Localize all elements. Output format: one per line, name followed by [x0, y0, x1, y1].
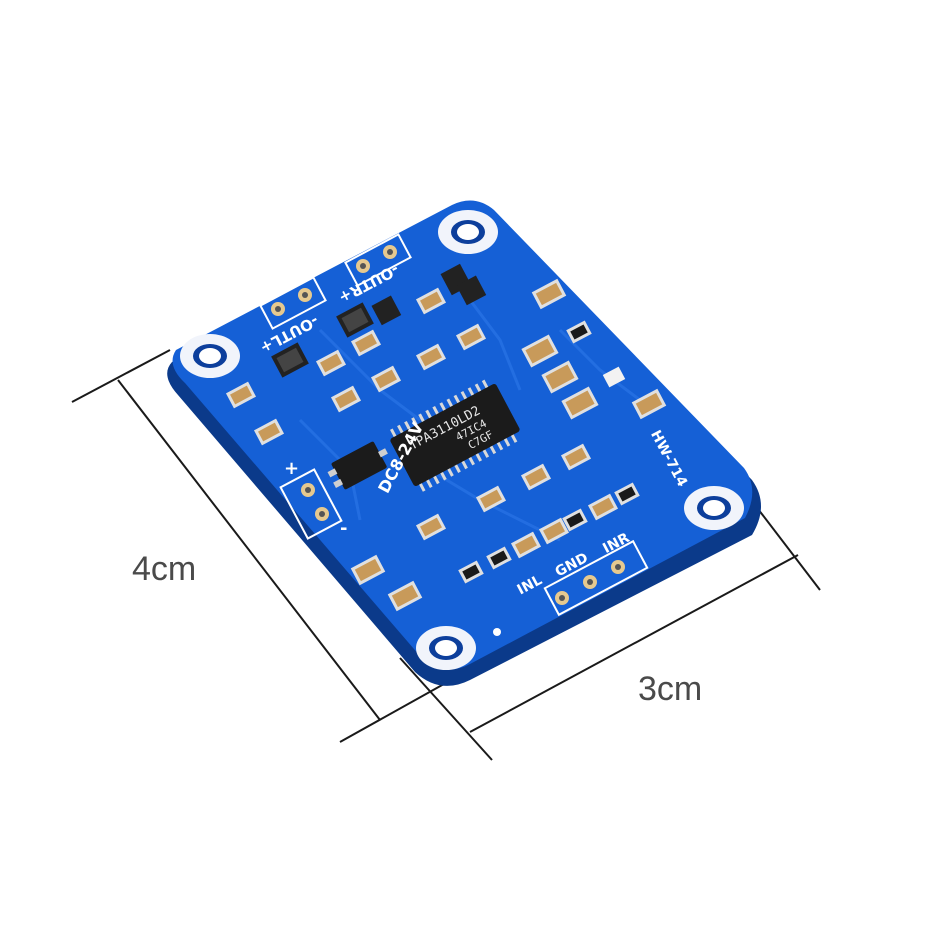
width-dimension-label: 3cm	[638, 670, 703, 708]
diode-chip	[327, 441, 388, 490]
label-plus: +	[284, 458, 299, 479]
power-header	[279, 468, 343, 540]
outr-header	[344, 233, 412, 287]
height-dimension-label: 4cm	[132, 550, 197, 588]
outl-header	[259, 276, 327, 330]
smd-components	[225, 263, 667, 612]
label-minus: -	[340, 518, 347, 539]
mounting-holes	[180, 210, 744, 670]
dimension-lines	[71, 349, 821, 761]
silk-dot	[493, 628, 501, 636]
input-header	[543, 539, 649, 617]
